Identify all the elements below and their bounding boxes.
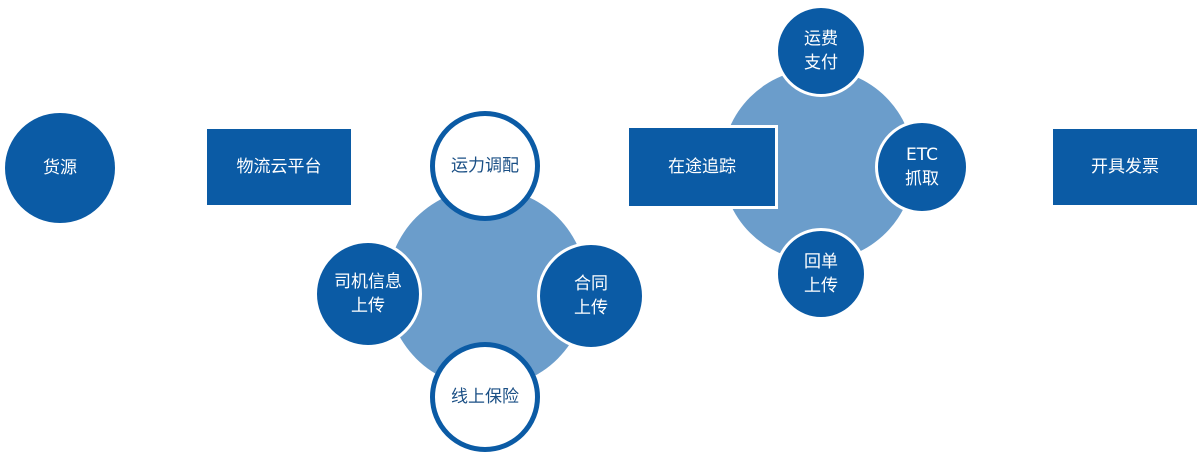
node-online-insurance: 线上保险 [430,342,540,452]
node-etc-capture: ETC 抓取 [875,120,969,214]
node-contract-upload: 合同 上传 [537,242,645,350]
node-receipt-upload: 回单 上传 [775,228,867,320]
node-cargo-source: 货源 [5,113,115,223]
node-capacity-dispatch: 运力调配 [430,111,540,221]
node-driver-info-upload: 司机信息 上传 [314,240,422,348]
node-issue-invoice: 开具发票 [1053,129,1197,205]
node-freight-payment: 运费 支付 [775,5,867,97]
node-in-transit-tracking: 在途追踪 [626,125,778,209]
node-logistics-platform: 物流云平台 [207,129,351,205]
